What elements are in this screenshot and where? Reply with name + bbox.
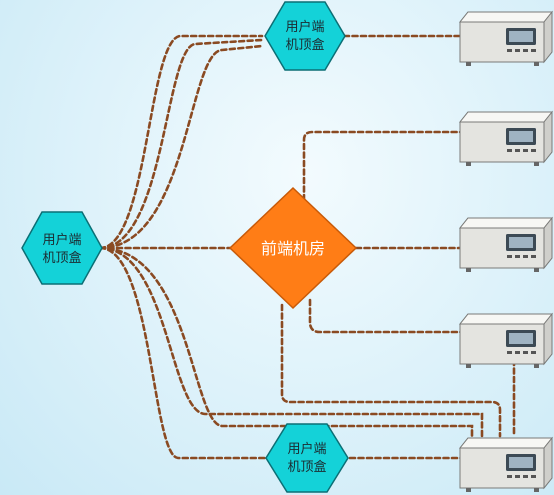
- device-1: [459, 11, 553, 67]
- stb-node-left: 用户端 机顶盒: [21, 211, 103, 285]
- link-left-to-bottom-stb-a: [98, 246, 270, 460]
- stb-bottom-line2: 机顶盒: [287, 459, 326, 475]
- link-left-to-device-1: [98, 44, 264, 250]
- stb-left-line2: 机顶盒: [42, 250, 81, 266]
- link-left-to-top-stb-b: [98, 38, 264, 250]
- stb-top-line1: 用户端: [285, 19, 324, 35]
- link-center-to-device-2: [302, 130, 464, 202]
- device-2: [459, 111, 553, 167]
- center-node-label: 前端机房: [261, 239, 325, 258]
- stb-left-line1: 用户端: [42, 232, 81, 248]
- stb-bottom-line1: 用户端: [287, 441, 326, 457]
- link-left-to-device-5-b: [98, 246, 474, 438]
- link-center-to-device-5: [280, 303, 502, 438]
- device-5: [459, 437, 553, 493]
- stb-node-top: 用户端 机顶盒: [264, 1, 346, 71]
- center-node-frontend-room: 前端机房: [228, 186, 358, 310]
- stb-node-bottom: 用户端 机顶盒: [265, 423, 349, 493]
- link-left-to-top-stb-a: [98, 34, 264, 250]
- link-left-to-device-5-a: [98, 246, 484, 438]
- stb-top-line2: 机顶盒: [285, 37, 324, 53]
- device-4: [459, 313, 553, 369]
- device-3: [459, 217, 553, 273]
- link-center-to-device-4: [308, 298, 464, 334]
